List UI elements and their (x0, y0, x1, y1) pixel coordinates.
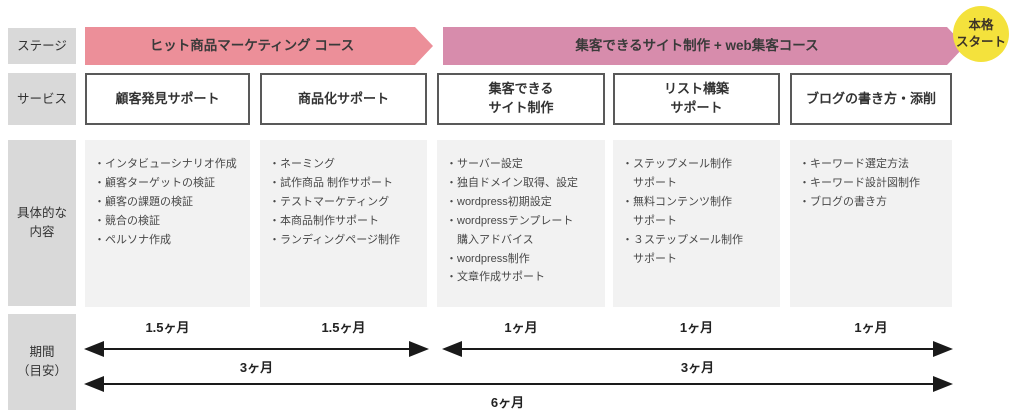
bullet-item: ・独自ドメイン取得、設定 (446, 176, 578, 189)
bullet-item: ・wordpress初期設定 (446, 195, 552, 208)
row-label-stage: ステージ (8, 28, 76, 64)
duration-label-col2: 1.5ヶ月 (321, 319, 366, 335)
stage-banner-marketing-course: ヒット商品マーケティング コース (85, 27, 433, 65)
duration-label-col1: 1.5ヶ月 (145, 319, 190, 335)
duration-label-col5: 1ヶ月 (854, 319, 888, 335)
content-box-blog-writing: ・キーワード選定方法・キーワード設計図制作・ブログの書き方 (790, 140, 952, 307)
bullet-item: ・サーバー設定 (446, 158, 523, 170)
bullet-item: ・ネーミング (269, 158, 335, 170)
row-label-content: 具体的な 内容 (8, 140, 76, 306)
service-box-site-creation: 集客できる サイト制作 (437, 73, 605, 125)
bullet-item: ・キーワード選定方法 (799, 158, 909, 170)
bullet-item: ・３ステップメール制作 サポート (622, 233, 743, 265)
service-box-blog-writing: ブログの書き方・添削 (790, 73, 952, 125)
content-box-productization: ・ネーミング・試作商品 制作サポート・テストマーケティング・本商品制作サポート・… (260, 140, 427, 307)
bullet-item: ・キーワード設計図制作 (799, 176, 920, 189)
bullet-item: ・ステップメール制作 サポート (622, 158, 732, 189)
bullet-item: ・wordpressテンプレート 購入アドバイス (446, 214, 574, 246)
bullet-item: ・顧客の課題の検証 (94, 195, 193, 208)
content-box-site-creation: ・サーバー設定・独自ドメイン取得、設定・wordpress初期設定・wordpr… (437, 140, 605, 307)
bullet-item: ・本商品制作サポート (269, 214, 379, 227)
bullet-item: ・競合の検証 (94, 214, 160, 227)
service-box-list-building: リスト構築 サポート (613, 73, 780, 125)
bullet-item: ・無料コンテンツ制作 サポート (622, 195, 732, 227)
content-box-customer-discovery: ・インタビューシナリオ作成・顧客ターゲットの検証・顧客の課題の検証・競合の検証・… (85, 140, 250, 307)
bullet-item: ・インタビューシナリオ作成 (94, 158, 237, 170)
bullet-item: ・wordpress制作 (446, 252, 530, 265)
service-box-productization: 商品化サポート (260, 73, 427, 125)
timeline-arrows (84, 341, 953, 392)
stage-banner-web-course: 集客できるサイト制作 + web集客コース (443, 27, 965, 65)
service-box-customer-discovery: 顧客発見サポート (85, 73, 250, 125)
bullet-item: ・試作商品 制作サポート (269, 176, 394, 189)
phase2-total-label: 3ヶ月 (680, 359, 715, 375)
grand-total-label: 6ヶ月 (490, 394, 525, 410)
goal-start-badge: 本格 スタート (953, 6, 1009, 62)
bullet-item: ・文章作成サポート (446, 271, 545, 284)
bullet-item: ・顧客ターゲットの検証 (94, 176, 215, 189)
phase1-total-label: 3ヶ月 (239, 359, 274, 375)
duration-label-col4: 1ヶ月 (679, 319, 714, 335)
row-label-service: サービス (8, 73, 76, 125)
content-box-list-building: ・ステップメール制作 サポート・無料コンテンツ制作 サポート・３ステップメール制… (613, 140, 780, 307)
bullet-item: ・ブログの書き方 (799, 195, 887, 208)
bullet-item: ・ペルソナ作成 (94, 233, 171, 246)
bullet-item: ・ランディングページ制作 (269, 233, 401, 246)
bullet-item: ・テストマーケティング (269, 195, 390, 208)
duration-label-col3: 1ヶ月 (504, 319, 538, 335)
row-label-period: 期間 （目安） (8, 314, 76, 410)
